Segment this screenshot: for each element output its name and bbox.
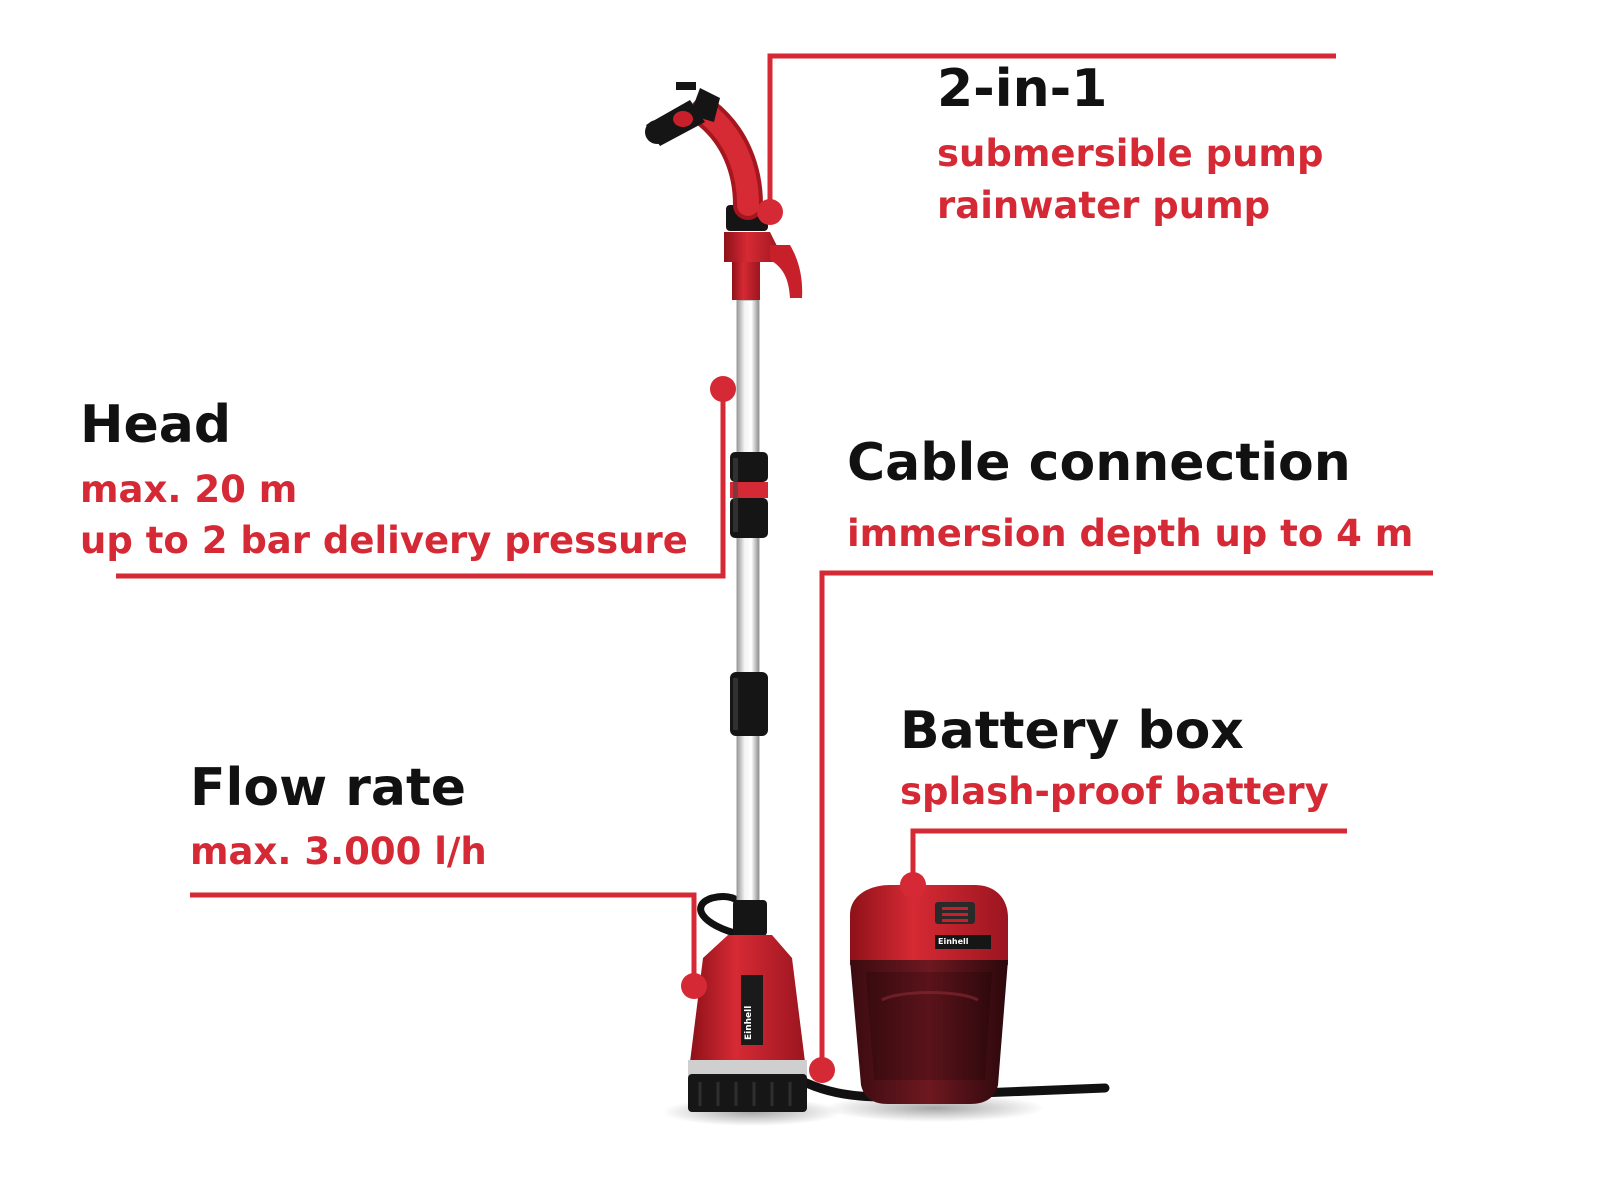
nozzle-head xyxy=(645,82,720,146)
callout-2in1-line1: submersible pump xyxy=(937,132,1324,175)
callout-flow-line1: max. 3.000 l/h xyxy=(190,830,487,873)
leader-head xyxy=(116,389,726,579)
callout-2in1-line2: rainwater pump xyxy=(937,184,1271,227)
callout-cable-line1: immersion depth up to 4 m xyxy=(847,512,1414,555)
dot-head xyxy=(710,376,736,402)
callout-2in1-title: 2-in-1 xyxy=(937,59,1108,119)
battery-brand-mark: Einhell xyxy=(938,937,969,946)
tube-clamp-upper xyxy=(730,452,768,538)
dot-2in1 xyxy=(757,199,783,225)
flex-hose xyxy=(690,97,763,220)
battery-box xyxy=(850,885,1008,1104)
callout-battery-line1: splash-proof battery xyxy=(900,770,1329,813)
leader-2in1 xyxy=(767,53,1336,212)
pump-body xyxy=(688,935,807,1112)
pump-brand-mark: Einhell xyxy=(744,1005,754,1040)
callout-lines xyxy=(116,53,1433,1070)
leader-battery xyxy=(910,828,1347,885)
dot-flow xyxy=(681,973,707,999)
callout-battery-title: Battery box xyxy=(900,701,1244,761)
tube-clamp-base xyxy=(733,900,767,936)
callout-dots xyxy=(681,199,926,1083)
callout-flow-title: Flow rate xyxy=(190,758,467,818)
dot-battery xyxy=(900,872,926,898)
tube-clamp-lower xyxy=(730,672,768,736)
leader-cable xyxy=(819,570,1433,1070)
callout-head-line2: up to 2 bar delivery pressure xyxy=(80,519,688,562)
callout-head-title: Head xyxy=(80,395,232,455)
riser-tube xyxy=(736,299,760,921)
callout-cable-title: Cable connection xyxy=(847,433,1351,493)
callout-head-line1: max. 20 m xyxy=(80,468,298,511)
dot-cable xyxy=(809,1057,835,1083)
leader-flow xyxy=(190,892,697,986)
